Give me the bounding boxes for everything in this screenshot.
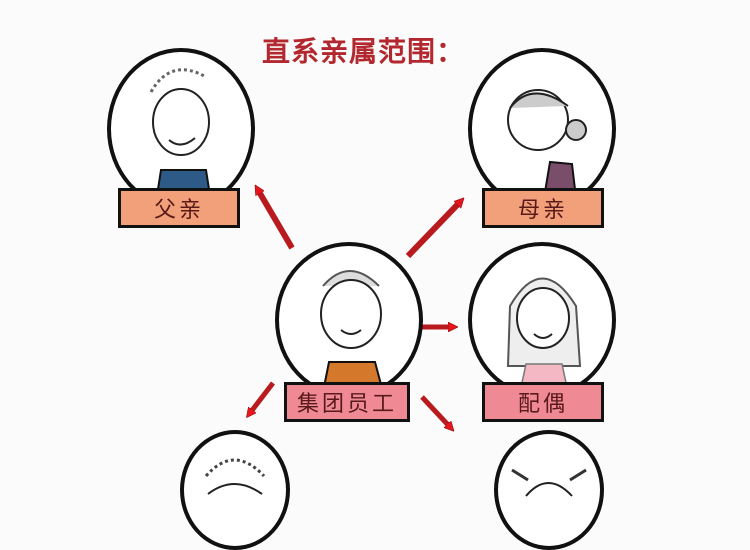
employee-figure-icon: [320, 270, 385, 393]
spouse-figure-icon: [506, 277, 582, 393]
child-left-figure-icon: [204, 458, 266, 495]
father-portrait: [107, 48, 255, 210]
arrow-to-child-left: [250, 381, 275, 413]
spouse-label: 配偶: [482, 382, 604, 422]
arrow-to-father: [258, 190, 295, 250]
child-left-portrait: [180, 430, 290, 550]
child-right-portrait: [494, 430, 604, 550]
child-right-figure-icon: [511, 468, 587, 497]
spouse-portrait: [468, 242, 616, 398]
employee-label: 集团员工: [284, 382, 410, 422]
arrow-to-child-right: [420, 395, 450, 427]
arrows-layer: [0, 0, 750, 500]
mother-figure-icon: [507, 89, 587, 199]
father-label: 父亲: [118, 188, 240, 228]
father-figure-icon: [149, 68, 213, 203]
diagram-title: 直系亲属范围：: [262, 35, 466, 68]
mother-portrait: [468, 48, 616, 210]
employee-portrait: [275, 242, 423, 398]
arrow-to-mother: [405, 202, 460, 259]
mother-label: 母亲: [482, 188, 604, 228]
